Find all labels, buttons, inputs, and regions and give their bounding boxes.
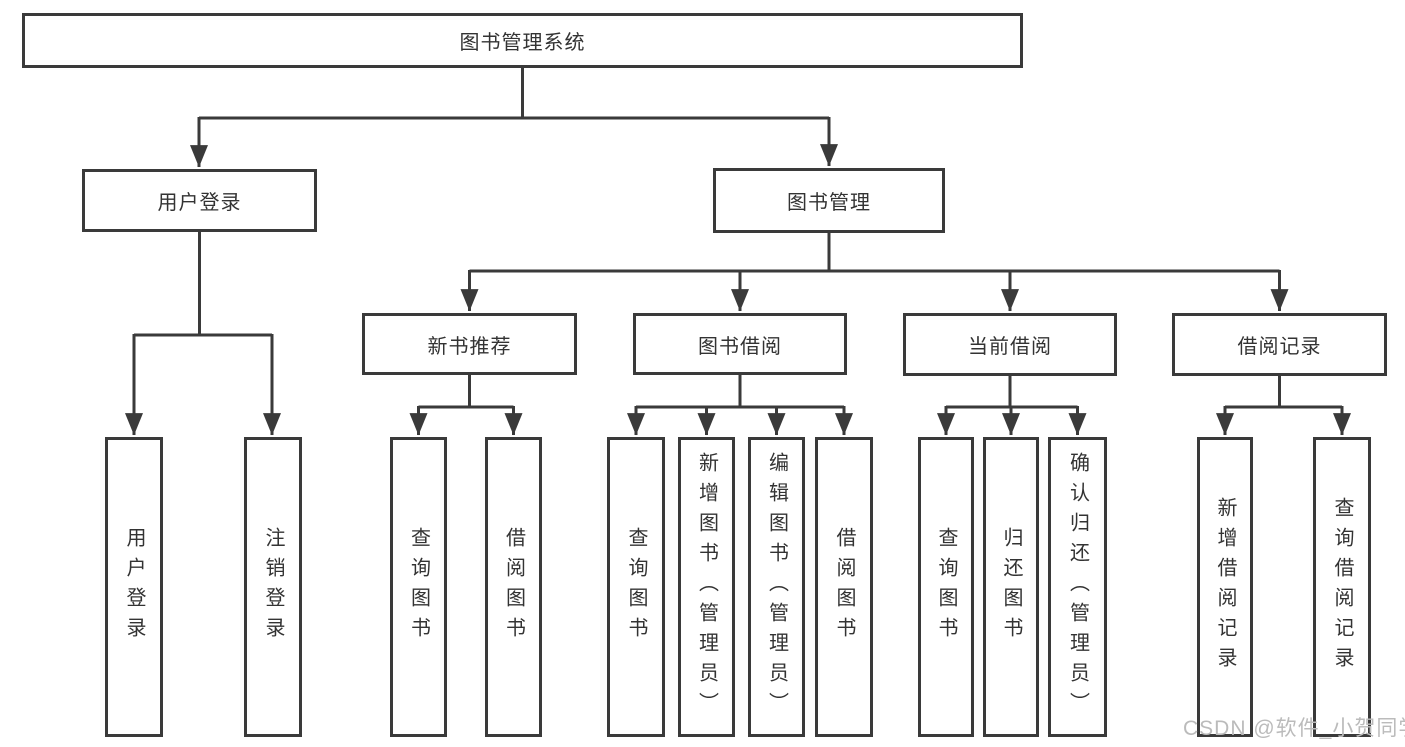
node-borrow-records: 借阅记录 bbox=[1172, 313, 1387, 376]
leaf-add-book-admin: 新增图书（管理员） bbox=[678, 437, 735, 737]
watermark: CSDN @软件_小贺同学 bbox=[1183, 717, 1405, 740]
connector-bookborrow-trunk bbox=[636, 374, 844, 409]
leaf-add-borrow-record: 新增借阅记录 bbox=[1197, 437, 1253, 737]
connector-records-trunk bbox=[1225, 374, 1342, 409]
leaf-return-book: 归还图书 bbox=[983, 437, 1039, 737]
node-current-borrow: 当前借阅 bbox=[903, 313, 1117, 376]
node-book-management: 图书管理 bbox=[713, 168, 945, 233]
node-book-borrow: 图书借阅 bbox=[633, 313, 847, 375]
leaf-confirm-return-admin: 确认归还（管理员） bbox=[1048, 437, 1107, 737]
leaf-query-books-borrow: 查询图书 bbox=[607, 437, 665, 737]
node-new-book-recommend: 新书推荐 bbox=[362, 313, 577, 375]
leaf-user-login: 用户登录 bbox=[105, 437, 163, 737]
connector-newbook-trunk bbox=[418, 374, 514, 409]
connector-userlogin-trunk bbox=[134, 231, 272, 337]
connector-currentborrow-trunk bbox=[946, 374, 1078, 409]
leaf-logout: 注销登录 bbox=[244, 437, 302, 737]
leaf-query-borrow-record: 查询借阅记录 bbox=[1313, 437, 1371, 737]
connector-bookmgmt-trunk bbox=[469, 232, 1280, 273]
leaf-query-books-current: 查询图书 bbox=[918, 437, 974, 737]
leaf-edit-book-admin: 编辑图书（管理员） bbox=[748, 437, 805, 737]
leaf-borrow-books-recommend: 借阅图书 bbox=[485, 437, 542, 737]
node-user-login: 用户登录 bbox=[82, 169, 317, 232]
node-book-management-system: 图书管理系统 bbox=[22, 13, 1023, 68]
leaf-query-books-recommend: 查询图书 bbox=[390, 437, 447, 737]
connector-root-trunk bbox=[199, 66, 829, 120]
leaf-borrow-books: 借阅图书 bbox=[815, 437, 873, 737]
